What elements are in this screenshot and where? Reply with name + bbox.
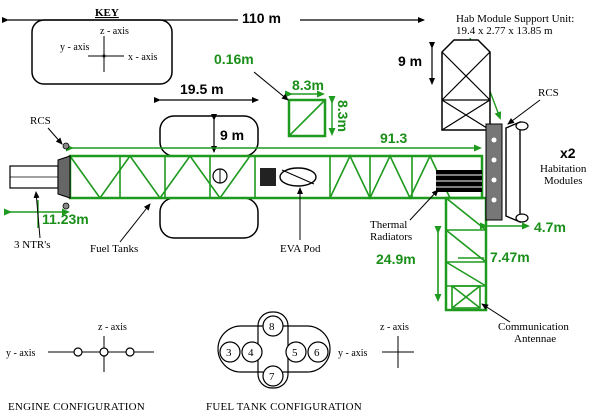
rcs-right-label: RCS — [538, 87, 559, 99]
hab-count-label: x2 — [560, 145, 576, 161]
eva-pod-shape — [212, 167, 317, 187]
panel-height-label: 8.3m — [335, 100, 351, 132]
tank-8: 8 — [269, 321, 275, 333]
key-y-axis: y - axis — [60, 42, 90, 53]
hab-support-dims: 19.4 x 2.77 x 13.85 m — [456, 25, 553, 37]
key-title: KEY — [95, 7, 119, 19]
eva-pod-label: EVA Pod — [280, 243, 321, 255]
radiator-panel-callout: 8.3m 8.3m 0.16m — [214, 51, 351, 138]
thermal-label-1: Thermal — [370, 219, 407, 231]
key-z-axis: z - axis — [100, 26, 129, 37]
engine-config-caption: ENGINE CONFIGURATION — [8, 401, 145, 413]
tank-config-caption: FUEL TANK CONFIGURATION — [206, 401, 362, 413]
tank-4: 4 — [248, 347, 254, 359]
hab-support-title: Hab Module Support Unit: — [456, 13, 574, 25]
panel-size-label: 0.16m — [214, 51, 254, 67]
boom-length-label: 24.9m — [376, 251, 416, 267]
tank-config-y-axis: y - axis — [338, 348, 368, 359]
tank-circles — [219, 315, 329, 387]
truss-length-label: 91.3 — [380, 130, 407, 146]
tank-3: 3 — [226, 347, 232, 359]
overall-length-label: 110 m — [242, 10, 281, 26]
rcs-left-label: RCS — [30, 115, 51, 127]
hab-label-1: Habitation — [540, 163, 587, 175]
engine-config-z-axis: z - axis — [98, 322, 127, 333]
thermal-radiator-stripes — [436, 170, 482, 192]
thermal-label-2: Radiators — [370, 231, 412, 243]
key-legend: KEY z - axis y - axis x - axis — [31, 7, 173, 85]
hab-label-2: Modules — [544, 175, 583, 187]
engine-configuration: z - axis y - axis ENGINE CONFIGURATION — [6, 322, 154, 413]
boom-width-label: 9 m — [398, 53, 422, 69]
hab-offset-label: 4.7m — [534, 219, 566, 235]
engine-cluster — [9, 142, 71, 210]
boom-segment-label: 7.47m — [490, 249, 530, 265]
tank-7: 7 — [269, 371, 275, 383]
fuel-tank-outlines: 19.5 m 9 m — [154, 81, 259, 239]
panel-width-label: 8.3m — [292, 77, 324, 93]
engine-offset-label: 11.23m — [42, 211, 89, 227]
tank-length-label: 19.5 m — [180, 81, 224, 97]
key-x-axis: x - axis — [128, 52, 158, 63]
ntr-label: 3 NTR's — [14, 239, 51, 251]
engine-config-y-axis: y - axis — [6, 348, 36, 359]
tank-5: 5 — [292, 347, 298, 359]
comm-label-1: Communication — [498, 321, 569, 333]
tank-config-z-axis: z - axis — [380, 322, 409, 333]
comm-label-2: Antennae — [514, 333, 556, 345]
habitation-modules — [485, 120, 529, 224]
fuel-tank-configuration: 3 4 5 6 7 8 z - axis y - axis FUEL TANK … — [206, 311, 414, 413]
overall-length-dimension: 110 m — [2, 8, 425, 26]
tank-6: 6 — [314, 347, 320, 359]
tank-diameter-label: 9 m — [220, 127, 244, 143]
fuel-tanks-label: Fuel Tanks — [90, 243, 138, 255]
main-truss — [68, 154, 484, 200]
